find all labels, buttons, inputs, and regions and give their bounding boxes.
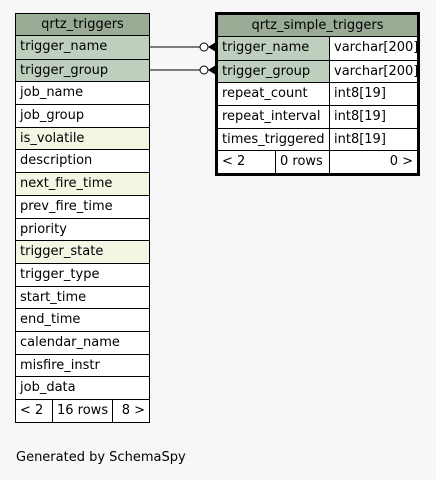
column-name: trigger_group	[218, 60, 330, 83]
children-count[interactable]: 0 >	[389, 154, 413, 170]
children-count[interactable]: 8 >	[121, 403, 145, 418]
column-name: trigger_name	[218, 37, 330, 60]
parents-count[interactable]: < 2	[16, 400, 53, 422]
table-footer: < 2 16 rows 8 >	[16, 399, 149, 422]
column-name: job_group	[20, 108, 85, 124]
column-row[interactable]: job_data	[16, 376, 149, 399]
column-name: calendar_name	[20, 334, 120, 350]
column-row[interactable]: trigger_group	[16, 58, 149, 82]
column-name: repeat_interval	[218, 106, 330, 128]
column-name: trigger_group	[20, 62, 109, 78]
column-name: times_triggered	[218, 128, 330, 151]
table-title[interactable]: qrtz_triggers	[16, 14, 149, 36]
column-row[interactable]: end_time	[16, 308, 149, 331]
column-name: trigger_name	[20, 39, 108, 54]
column-row[interactable]: description	[16, 149, 149, 173]
table-footer: < 2 0 rows 0 >	[218, 150, 417, 174]
column-row[interactable]: trigger_type	[16, 262, 149, 286]
column-name: next_fire_time	[20, 176, 113, 192]
fk-circle-trigger-group	[199, 65, 209, 75]
column-row[interactable]: is_volatile	[16, 126, 149, 150]
column-name: repeat_count	[218, 83, 330, 106]
column-type: varchar[200]	[330, 37, 417, 60]
column-row[interactable]: start_time	[16, 285, 149, 309]
column-row[interactable]: trigger_state	[16, 240, 149, 263]
row-count: 16 rows	[53, 400, 113, 422]
column-row[interactable]: job_name	[16, 81, 149, 105]
column-name: trigger_state	[20, 244, 104, 260]
column-name: end_time	[20, 312, 81, 328]
column-type: int8[19]	[330, 106, 417, 128]
column-name: description	[20, 153, 93, 169]
column-row[interactable]: job_group	[16, 104, 149, 127]
row-count: 0 rows	[276, 151, 330, 174]
fk-crowfoot-trigger-name	[208, 42, 216, 52]
parents-count[interactable]: < 2	[218, 151, 276, 174]
column-type: int8[19]	[330, 128, 417, 151]
column-type: varchar[200]	[330, 60, 417, 83]
column-row[interactable]: trigger_name	[16, 36, 149, 59]
column-name: trigger_type	[20, 266, 100, 282]
column-name: start_time	[20, 289, 87, 305]
column-row[interactable]: calendar_name	[16, 330, 149, 354]
generated-by-caption: Generated by SchemaSpy	[16, 450, 186, 465]
column-row[interactable]: next_fire_time	[16, 172, 149, 195]
column-name: job_data	[20, 380, 76, 396]
table-title[interactable]: qrtz_simple_triggers	[218, 15, 417, 37]
column-name: job_name	[20, 85, 84, 101]
column-name: is_volatile	[20, 130, 85, 146]
column-name: priority	[20, 221, 67, 237]
column-type: int8[19]	[330, 83, 417, 106]
fk-circle-trigger-name	[199, 42, 209, 52]
table-columns: trigger_name trigger_group job_name job_gro…	[16, 36, 149, 399]
column-row[interactable]: misfire_instr	[16, 353, 149, 377]
column-name: misfire_instr	[20, 357, 100, 373]
column-name: prev_fire_time	[20, 198, 113, 214]
column-row[interactable]: priority	[16, 217, 149, 241]
column-row[interactable]: prev_fire_time	[16, 194, 149, 218]
fk-crowfoot-trigger-group	[208, 65, 216, 75]
